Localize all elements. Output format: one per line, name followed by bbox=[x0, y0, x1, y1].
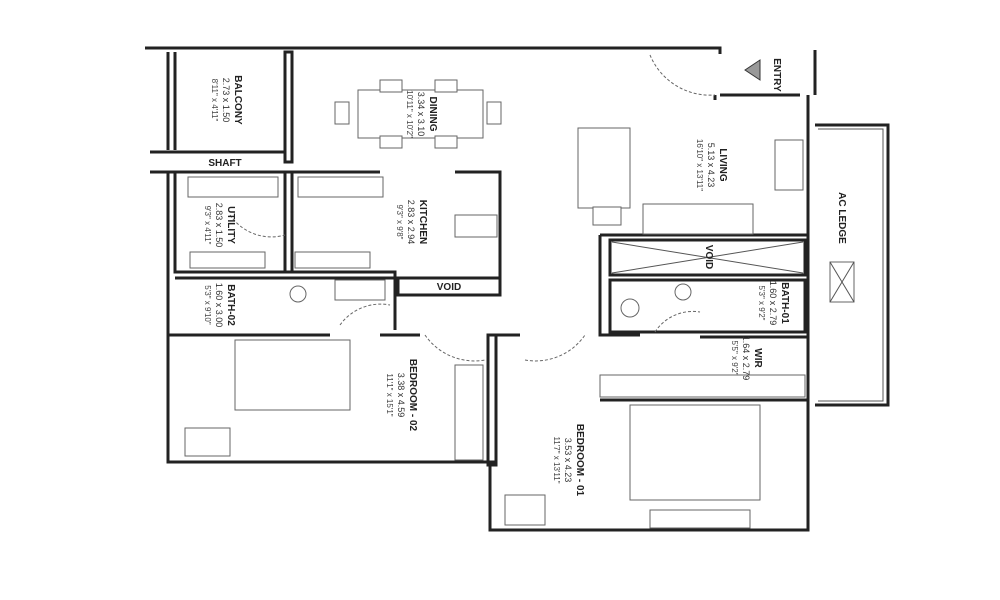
svg-text:8'11" x 4'11": 8'11" x 4'11" bbox=[210, 79, 219, 122]
svg-text:1.60 x 2.79: 1.60 x 2.79 bbox=[768, 281, 778, 326]
svg-text:1.60 x 3.00: 1.60 x 3.00 bbox=[214, 283, 224, 328]
svg-text:9'3" x 9'8": 9'3" x 9'8" bbox=[395, 205, 404, 240]
dining-table bbox=[334, 79, 502, 149]
svg-text:11'1" x 15'1": 11'1" x 15'1" bbox=[385, 373, 394, 416]
bath02-label: BATH-02 1.60 x 3.00 5'3" x 9'10" bbox=[203, 283, 236, 328]
svg-text:BEDROOM - 02: BEDROOM - 02 bbox=[407, 359, 418, 432]
svg-text:BEDROOM - 01: BEDROOM - 01 bbox=[574, 424, 585, 497]
svg-text:5'3" x 9'10": 5'3" x 9'10" bbox=[203, 285, 212, 325]
bath01-label: BATH-01 1.60 x 2.79 5'3" x 9'2" bbox=[757, 281, 790, 326]
ac-ledge-label: AC LEDGE bbox=[836, 192, 847, 244]
svg-text:5'3" x 9'2": 5'3" x 9'2" bbox=[757, 286, 766, 321]
svg-text:3.38 x 4.59: 3.38 x 4.59 bbox=[396, 373, 406, 418]
svg-text:DINING: DINING bbox=[427, 97, 438, 132]
dining-label: DINING 3.34 x 3.10 10'11" x 10'2" bbox=[405, 90, 438, 138]
svg-text:UTILITY: UTILITY bbox=[225, 206, 236, 244]
svg-text:BATH-02: BATH-02 bbox=[225, 284, 236, 326]
svg-text:9'3" x 4'11": 9'3" x 4'11" bbox=[203, 206, 212, 245]
entry-label: ENTRY bbox=[771, 58, 782, 92]
utility-label: UTILITY 2.83 x 1.50 9'3" x 4'11" bbox=[203, 203, 236, 248]
ac-ledge bbox=[815, 123, 890, 407]
svg-text:ENTRY: ENTRY bbox=[771, 58, 782, 92]
svg-text:BATH-01: BATH-01 bbox=[779, 282, 790, 324]
svg-text:BALCONY: BALCONY bbox=[232, 75, 243, 125]
svg-text:VOID: VOID bbox=[703, 245, 714, 269]
svg-text:1.64 x 2.79: 1.64 x 2.79 bbox=[741, 336, 751, 381]
bedroom01-label: BEDROOM - 01 3.53 x 4.23 11'7" x 13'11" bbox=[552, 424, 585, 497]
void-right-label: VOID bbox=[703, 245, 714, 269]
wir-label: WIR 1.64 x 2.79 5'5" x 9'2" bbox=[730, 336, 763, 381]
svg-text:LIVING: LIVING bbox=[717, 148, 728, 182]
void-small-label: VOID bbox=[437, 282, 461, 293]
svg-text:KITCHEN: KITCHEN bbox=[417, 200, 428, 244]
svg-text:10'11" x 10'2": 10'11" x 10'2" bbox=[405, 90, 414, 138]
entry-arrow-icon bbox=[744, 59, 761, 81]
svg-text:11'7" x 13'11": 11'7" x 13'11" bbox=[552, 436, 561, 483]
svg-text:5'5" x 9'2": 5'5" x 9'2" bbox=[730, 341, 739, 376]
living-label: LIVING 5.13 x 4.23 16'10" x 13'11" bbox=[695, 139, 728, 191]
kitchen-label: KITCHEN 2.83 x 2.94 9'3" x 9'8" bbox=[395, 200, 428, 245]
svg-text:16'10" x 13'11": 16'10" x 13'11" bbox=[695, 139, 704, 191]
balcony-label: BALCONY 2.73 x 1.50 8'11" x 4'11" bbox=[210, 75, 243, 125]
svg-text:AC LEDGE: AC LEDGE bbox=[836, 192, 847, 244]
walls bbox=[145, 46, 817, 532]
svg-text:3.53 x 4.23: 3.53 x 4.23 bbox=[563, 438, 573, 483]
svg-text:2.83 x 2.94: 2.83 x 2.94 bbox=[406, 200, 416, 245]
living-sofa bbox=[577, 127, 804, 235]
svg-text:3.34 x 3.10: 3.34 x 3.10 bbox=[416, 92, 426, 137]
shaft-label: SHAFT bbox=[208, 158, 241, 169]
svg-text:WIR: WIR bbox=[752, 348, 763, 368]
svg-text:2.83 x 1.50: 2.83 x 1.50 bbox=[214, 203, 224, 248]
bedroom02-label: BEDROOM - 02 3.38 x 4.59 11'1" x 15'1" bbox=[385, 359, 418, 432]
svg-text:2.73 x 1.50: 2.73 x 1.50 bbox=[221, 78, 231, 123]
svg-text:5.13 x 4.23: 5.13 x 4.23 bbox=[706, 143, 716, 188]
